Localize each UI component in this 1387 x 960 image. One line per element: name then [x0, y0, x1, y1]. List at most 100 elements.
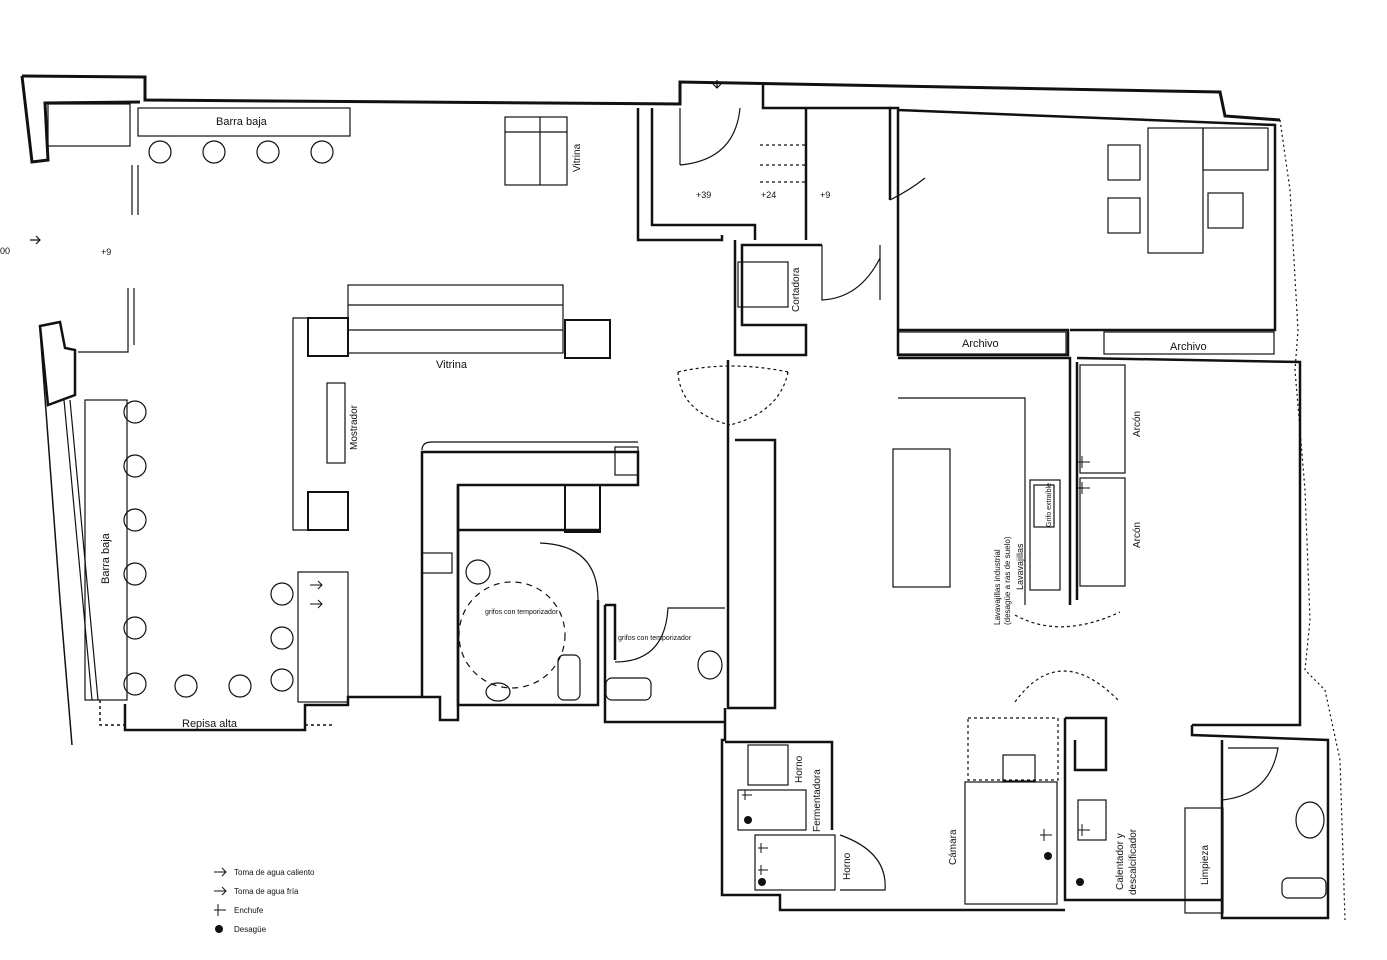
faucet-box [1033, 484, 1055, 528]
toilet [557, 654, 581, 701]
window-top-1 [47, 103, 131, 147]
dishwasher [1029, 479, 1061, 591]
mostrador-counter [292, 317, 348, 531]
sink [697, 650, 723, 680]
entrance-arrow [30, 235, 41, 245]
label-barra-baja-left: Barra baja [100, 532, 112, 584]
label-barra-baja-top: Barra baja [216, 116, 268, 128]
horno-top [747, 744, 789, 786]
label-vitrina-main: Vitrina [436, 359, 468, 371]
hot-water-icon [214, 867, 227, 877]
camara-box [1002, 754, 1036, 782]
camara [964, 781, 1058, 905]
level-corridor: +9 [820, 190, 830, 200]
barra-baja-left [84, 399, 128, 701]
drain-icon [1076, 878, 1084, 886]
toilet [605, 677, 652, 701]
drain-icon [215, 925, 223, 933]
sink-small [614, 446, 639, 476]
chair [1207, 192, 1244, 229]
label-mostrador: Mostrador [349, 404, 360, 450]
label-archivo-left: Archivo [962, 338, 999, 350]
socket-icon [742, 790, 752, 800]
stool [123, 454, 147, 478]
door-top-entry [760, 144, 806, 183]
label-horno-bottom: Horno [842, 852, 853, 880]
vitrina-small [504, 116, 568, 186]
label-limpieza: Limpieza [1200, 845, 1211, 885]
label-repisa-alta: Repisa alta [182, 718, 238, 730]
sink [485, 682, 511, 702]
outer-wall-left [20, 75, 141, 164]
legend: Toma de agua caliento Toma de agua fría … [214, 867, 315, 934]
block-notch [564, 485, 601, 533]
calentador-box [1077, 799, 1107, 841]
door-bath-1 [539, 542, 599, 601]
label-calentador-2: descalcificador [1128, 828, 1139, 895]
archivo-right [1103, 331, 1275, 355]
label-horno-top: Horno [794, 755, 805, 783]
camara-upper [967, 717, 1059, 781]
corridor-wall [726, 360, 777, 710]
legend-hot-water: Toma de agua caliento [234, 868, 315, 877]
left-facade [63, 399, 99, 701]
stool [174, 674, 198, 698]
partition [761, 85, 892, 240]
label-grifos-1: grifos con temporizador [485, 609, 559, 616]
label-lavavajillas-3: Lavavajillas [1015, 543, 1025, 590]
socket-icon [1040, 829, 1052, 841]
vitrina-main [347, 284, 564, 354]
back-room-wall [636, 108, 757, 242]
bottom-wall [123, 450, 640, 732]
cold-water-icon [214, 886, 227, 896]
door-left-bottom [78, 288, 135, 353]
legend-cold-water: Toma de agua fría [234, 887, 299, 896]
door-corridor [889, 177, 926, 201]
chair [1107, 197, 1141, 234]
legend-drain: Desagüe [234, 925, 267, 934]
arcon-top [1079, 364, 1126, 474]
sink [465, 559, 491, 585]
drain-icon [758, 878, 766, 886]
stool [123, 508, 147, 532]
label-calentador-1: Calentador y [1115, 833, 1126, 890]
socket-icon [1078, 824, 1090, 836]
edge-label: 00 [0, 246, 10, 256]
door-back-room [679, 107, 741, 166]
stool [123, 672, 147, 696]
kitchen-island [892, 448, 951, 588]
label-fermentadora: Fermentadora [812, 769, 823, 832]
sink [1295, 801, 1325, 839]
level-back-room: +39 [696, 190, 711, 200]
office-desk [1202, 127, 1269, 171]
door-wc [1221, 747, 1279, 801]
office-desk [1147, 127, 1204, 254]
sink-small [421, 552, 453, 574]
stool [202, 140, 226, 164]
label-lavavajillas-1: Lavavajillas industrial [993, 549, 1002, 625]
label-lavavajillas-2: (desagüe a ras de suelo) [1003, 536, 1012, 625]
label-vitrina-small: Vitrina [572, 143, 583, 172]
cortadora-table [737, 261, 789, 308]
drain-icon [1044, 852, 1052, 860]
label-grifos-2: grifos con temporizador [618, 635, 692, 642]
door-cortadora [821, 245, 881, 301]
cold-water-icon [310, 599, 323, 609]
label-cortadora: Cortadora [791, 267, 802, 312]
socket-icon [1078, 456, 1090, 468]
stool [310, 140, 334, 164]
bar-block [421, 441, 638, 451]
stool [228, 674, 252, 698]
stool [270, 626, 294, 650]
door-left-top [131, 165, 139, 215]
oven-room-wall [720, 708, 1065, 912]
entrance-arrow-top [712, 80, 722, 89]
label-camara: Cámara [948, 829, 959, 865]
bathroom-2-wall [603, 603, 725, 724]
socket-icon [214, 904, 226, 916]
horno-bottom [754, 834, 836, 891]
fermentadora-box [737, 789, 807, 831]
stool [148, 140, 172, 164]
